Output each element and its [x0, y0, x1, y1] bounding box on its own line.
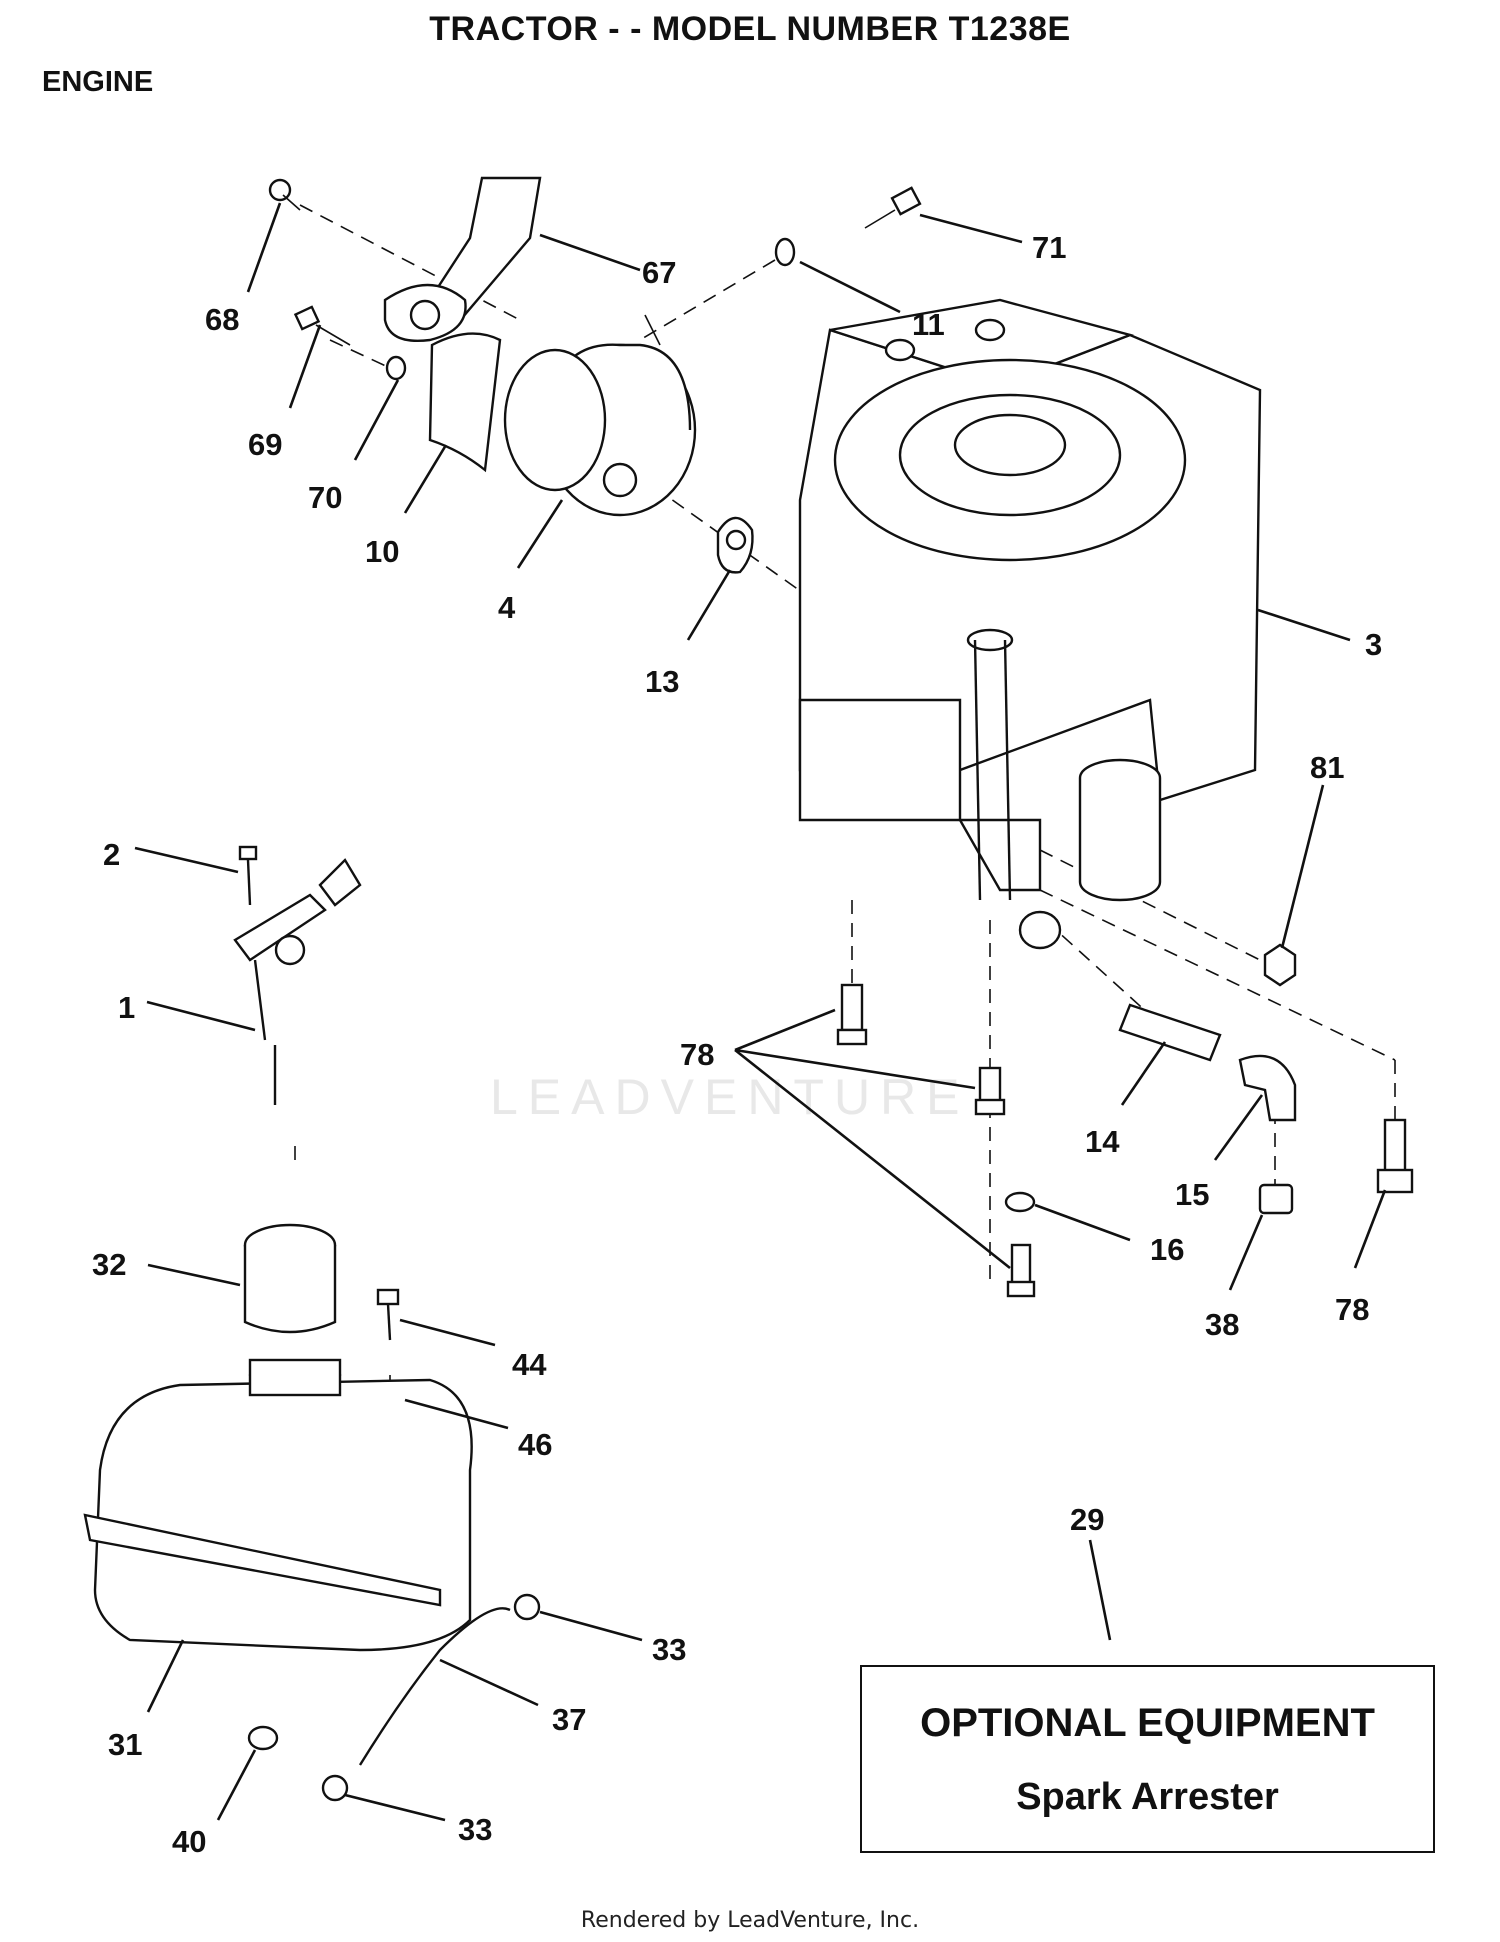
section-label: ENGINE: [42, 66, 154, 98]
part-68-bolt: [268, 178, 301, 211]
callout-71: 71: [1032, 230, 1066, 265]
part-78-bolt-c: [1006, 1243, 1036, 1298]
part-38-nut: [1258, 1183, 1294, 1215]
callout-33a: 33: [652, 1632, 686, 1667]
callout-16: 16: [1150, 1232, 1184, 1267]
callout-78a: 78: [680, 1037, 714, 1072]
part-13-gasket: [716, 516, 754, 574]
part-67-exhaust-pipe: [383, 176, 542, 342]
callout-13: 13: [645, 664, 679, 699]
part-71-bolt: [864, 186, 922, 229]
part-37-fuel-line: [358, 1607, 511, 1766]
callout-15: 15: [1175, 1177, 1209, 1212]
footer-credit: Rendered by LeadVenture, Inc.: [580, 1908, 920, 1933]
callout-37: 37: [552, 1702, 586, 1737]
part-44-screw: [376, 1288, 400, 1341]
part-78-bolt-d: [1376, 1118, 1414, 1194]
callout-4: 4: [498, 590, 516, 625]
callout-labels: 68 67 71 11 69 70 10 4 13 3 81 2 1 78 14…: [92, 230, 1382, 1859]
callout-2: 2: [103, 837, 120, 872]
part-32-fuel-cap: [243, 1223, 337, 1334]
part-33-clamp-a: [513, 1593, 541, 1621]
callout-46: 46: [518, 1427, 552, 1462]
callout-29: 29: [1070, 1502, 1104, 1537]
callout-70: 70: [308, 480, 342, 515]
part-33-clamp-b: [321, 1774, 349, 1802]
part-78-bolt-a: [836, 983, 868, 1046]
part-69-bolt: [293, 305, 351, 346]
part-40-grommet: [247, 1725, 279, 1751]
part-2-screw: [238, 845, 258, 906]
watermark: LEADVENTURE: [490, 1069, 970, 1125]
part-11-washer: [774, 237, 796, 267]
callout-67: 67: [642, 255, 676, 290]
part-31-fuel-tank: [83, 1358, 473, 1652]
callout-44: 44: [512, 1347, 547, 1382]
callout-31: 31: [108, 1727, 142, 1762]
part-1-throttle-control: [233, 858, 362, 1105]
callout-14: 14: [1085, 1124, 1120, 1159]
part-10-heat-shield: [428, 332, 502, 473]
callout-69: 69: [248, 427, 282, 462]
callout-11: 11: [912, 307, 945, 342]
callout-32: 32: [92, 1247, 126, 1282]
part-78-bolt-b: [974, 1066, 1006, 1116]
part-14-pipe-nipple: [1118, 1003, 1222, 1062]
part-15-elbow: [1238, 1054, 1297, 1122]
callout-33b: 33: [458, 1812, 492, 1847]
callout-38: 38: [1205, 1307, 1239, 1342]
callout-78b: 78: [1335, 1292, 1369, 1327]
part-16-lock-washer: [1004, 1191, 1036, 1213]
page-title: TRACTOR - - MODEL NUMBER T1238E: [429, 10, 1071, 48]
part-70-washer: [385, 355, 407, 381]
optional-equipment-title: OPTIONAL EQUIPMENT: [920, 1701, 1375, 1745]
callout-10: 10: [365, 534, 399, 569]
leader-lines: [134, 202, 1387, 1822]
part-4-muffler: [503, 314, 697, 517]
callout-1: 1: [118, 990, 135, 1025]
optional-equipment-item: Spark Arrester: [1016, 1776, 1279, 1818]
callout-3: 3: [1365, 627, 1382, 662]
callout-68: 68: [205, 302, 239, 337]
part-3-engine: [798, 298, 1262, 950]
callout-40: 40: [172, 1824, 206, 1859]
callout-81: 81: [1310, 750, 1344, 785]
part-81-nut: [1263, 943, 1297, 987]
optional-equipment-box: OPTIONAL EQUIPMENT Spark Arrester: [860, 1665, 1435, 1853]
